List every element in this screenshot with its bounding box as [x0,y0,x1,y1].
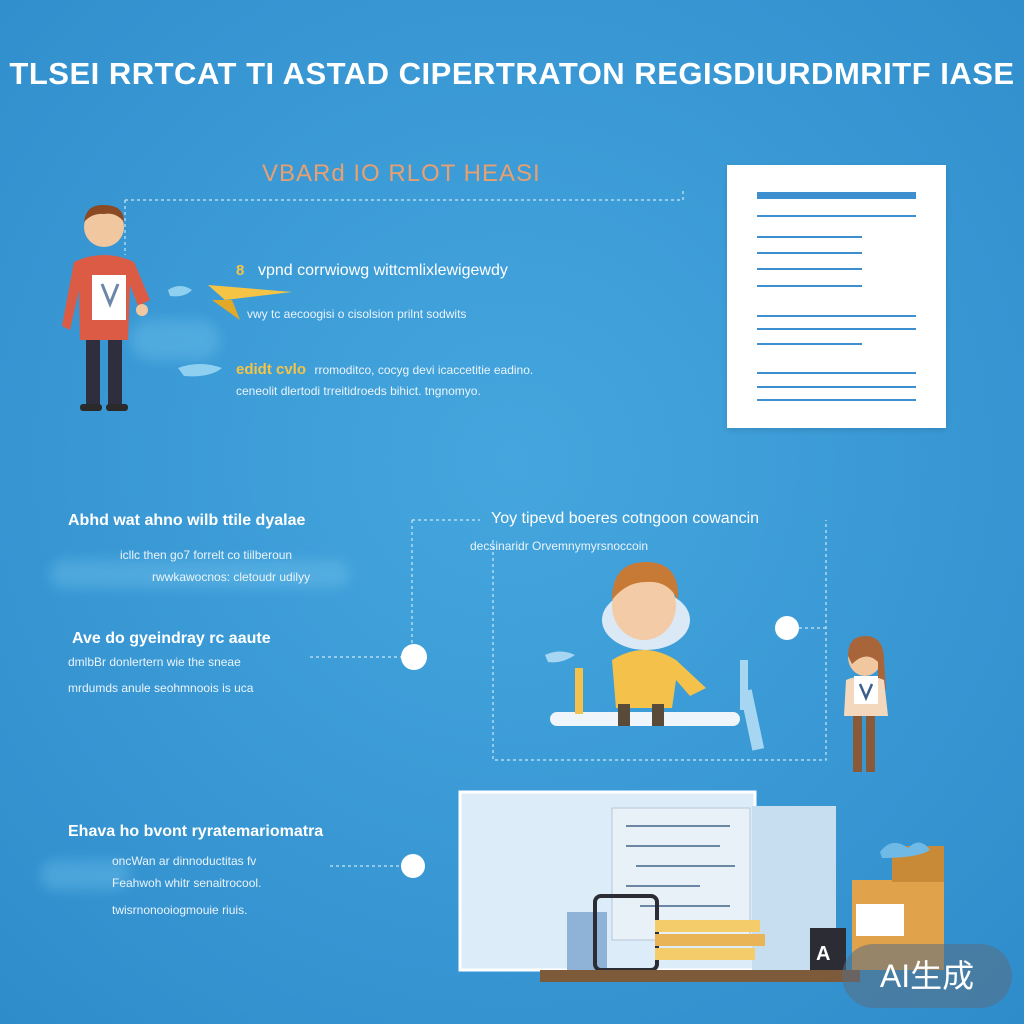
person-presenting-icon [62,204,150,411]
section1-heading2-yellow: edidt cvlo [236,361,307,378]
document-line [757,268,862,270]
decor-shape [178,364,222,377]
person-reading-icon [550,562,765,751]
decor-blur [50,560,350,588]
connector-dot [401,644,427,670]
document-line [757,372,916,374]
ai-generated-badge: AI生成 [842,944,1012,1008]
document-line [757,399,916,401]
section2-right-line1: decsinaridr Orvemnymyrsnoccoin [470,539,649,553]
person-holding-icon [844,636,888,772]
page-title: TLSEI RRTCAT TI ASTAD CIPERTRATON REGISD… [9,56,1015,91]
document-line [757,315,916,317]
section4-line1: oncWan ar dinnoductitas fv [112,854,257,868]
document-line [757,285,862,287]
section1-heading2-rest: rromoditco, cocyg devi icaccetitie eadin… [314,363,534,377]
decor-blur [130,320,220,360]
document-line [757,192,916,199]
section2-left-line1: icllc then go7 forrelt co tiilberoun [120,548,293,562]
document-line [757,215,916,217]
document-line [757,236,862,238]
connector-line [125,190,684,201]
section1-line1: vwy tc aecoogisi o cisolsion prilnt sodw… [247,307,467,321]
connector-dot [775,616,799,640]
section4-line2: Feahwoh whitr senaitrocool. [112,876,262,890]
paper-plane-icon [208,285,292,320]
page-subtitle: VBARd IO RLOT HEASI [262,160,541,187]
section1-heading2: edidt cvlo rromoditco, cocyg devi icacce… [236,361,533,379]
document-icon [727,165,946,428]
section2-left-line2: rwwkawocnos: cletoudr udilyy [152,570,311,584]
section1-line2: ceneolit dlertodi trreitidroeds bihict. … [236,384,481,398]
document-line [757,386,916,388]
connector-dot [401,854,425,878]
section3-line1: dmlbBr donlertern wie the sneae [68,655,241,669]
decor-shape [168,286,192,297]
section1-heading: vpnd corrwiowg wittcmlixlewigewdy [258,262,508,279]
connector-line [492,520,827,761]
section4-line3: twisrnonooiogmouie riuis. [112,903,248,917]
document-line [757,343,862,345]
decor-blur [40,860,130,890]
svg-text:A: A [816,943,830,965]
section2-left-heading: Abhd wat ahno wilb ttile dyalae [68,512,306,529]
document-line [757,328,916,330]
document-line [757,252,862,254]
section3-heading: Ave do gyeindray rc aaute [72,630,271,647]
section3-line2: mrdumds anule seohmnoois is uca [68,681,254,695]
section2-right-heading: Yoy tipevd boeres cotngoon cowancin [491,510,760,527]
decor-shape [545,651,575,663]
section1-marker: 8 [236,262,245,279]
section4-heading: Ehava ho bvont ryratemariomatra [68,823,324,840]
desk-monitor-icon: A [458,790,944,982]
